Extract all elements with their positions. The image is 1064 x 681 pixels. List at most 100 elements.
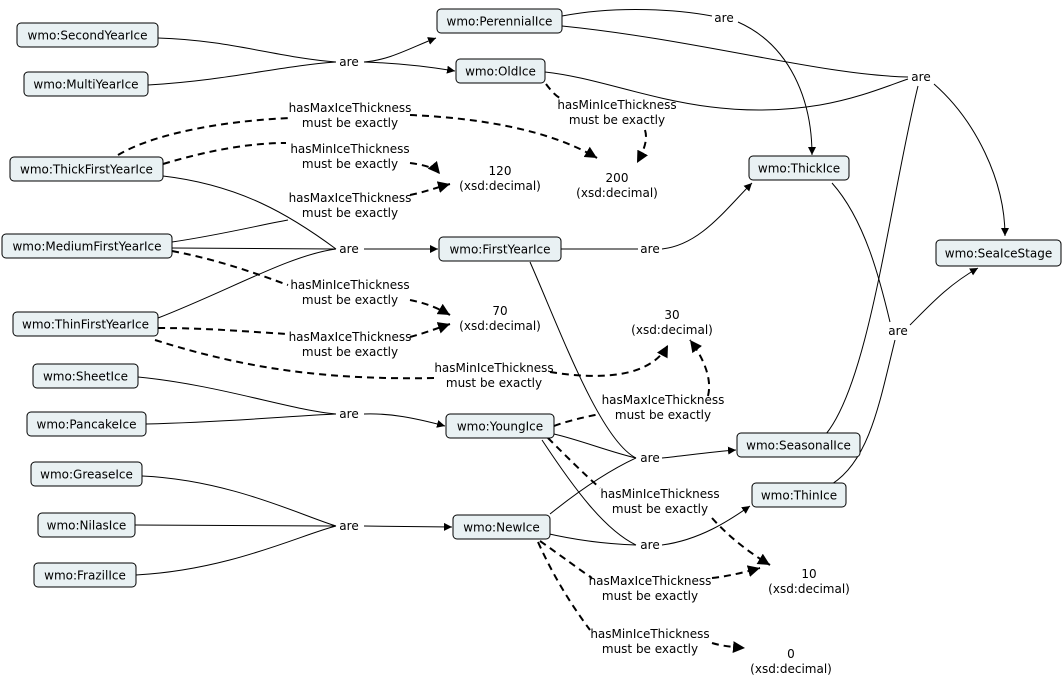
edge-youngice-to-are3: [553, 433, 637, 459]
node-thin-first-year-ice[interactable]: wmo:ThinFirstYearIce: [12, 311, 159, 337]
value-10: 10(xsd:decimal): [768, 567, 850, 596]
node-second-year-ice[interactable]: wmo:SecondYearIce: [16, 22, 159, 48]
value-30: 30(xsd:decimal): [631, 308, 713, 337]
are-label: are: [714, 11, 733, 25]
dash-oldice-min-200: [545, 83, 561, 99]
edge-pancake-to-are: [145, 413, 337, 425]
are-label: are: [640, 451, 659, 465]
edge-newice-to-are3: [549, 457, 637, 515]
node-label: wmo:NewIce: [463, 521, 540, 535]
node-grease-ice[interactable]: wmo:GreaseIce: [30, 461, 143, 487]
are-label: are: [339, 519, 358, 533]
edge-secondyear-to-are: [157, 37, 337, 63]
edge-are-to-seaicestage-2: [909, 267, 979, 326]
edge-thickfy-to-are: [162, 175, 337, 250]
edge-are4-to-thinice: [661, 505, 751, 546]
node-label: wmo:PerennialIce: [447, 15, 553, 29]
value-70: 70(xsd:decimal): [459, 304, 541, 333]
node-label: wmo:SecondYearIce: [28, 29, 148, 43]
dash-min-to-70: [409, 299, 451, 316]
edge-firstyear-to-are3: [529, 261, 637, 459]
edge-mediumfy-to-are: [171, 247, 337, 250]
node-label: wmo:ThinIce: [761, 489, 837, 503]
node-label: wmo:GreaseIce: [40, 468, 133, 482]
edge-perennial-to-are2: [561, 9, 713, 17]
dash-thickfy-max-200: [117, 117, 291, 156]
node-label: wmo:YoungIce: [457, 420, 543, 434]
dash-max-to-200: [409, 114, 598, 159]
node-old-ice[interactable]: wmo:OldIce: [455, 58, 546, 84]
dash-thinfy-max-70: [157, 327, 289, 335]
edge-are-to-perennial: [363, 37, 437, 63]
edge-are-to-youngice: [363, 413, 446, 428]
edge-are-to-newice: [363, 522, 453, 531]
node-thick-first-year-ice[interactable]: wmo:ThickFirstYearIce: [9, 156, 164, 182]
thickness-links: [117, 83, 771, 654]
edge-thinice-to-are: [831, 339, 896, 485]
node-thin-ice[interactable]: wmo:ThinIce: [751, 482, 847, 508]
node-sheet-ice[interactable]: wmo:SheetIce: [32, 363, 139, 389]
dash-thinfy-min-30: [154, 339, 438, 380]
node-sea-ice-stage[interactable]: wmo:SeaIceStage: [935, 239, 1062, 267]
value-120: 120(xsd:decimal): [459, 164, 541, 193]
are-label: are: [339, 242, 358, 256]
dash-youngice-max-30: [553, 413, 601, 427]
are-label: are: [339, 407, 358, 421]
value-0: 0(xsd:decimal): [750, 647, 832, 676]
node-medium-first-year-ice[interactable]: wmo:MediumFirstYearIce: [1, 233, 173, 259]
dash-min-to-120: [409, 160, 441, 175]
dash-mediumfy-min-70: [171, 250, 289, 286]
node-young-ice[interactable]: wmo:YoungIce: [445, 413, 555, 439]
dash-min-to-0: [711, 641, 746, 654]
link-labels: are are are are are are are are are are …: [289, 11, 931, 656]
dash-min-to-30: [549, 344, 669, 377]
dash-min-to-200-b: [636, 129, 648, 164]
dash-max-to-120: [409, 181, 451, 196]
node-new-ice[interactable]: wmo:NewIce: [452, 514, 551, 540]
edge-are-to-seaicestage: [933, 83, 1009, 237]
node-nilas-ice[interactable]: wmo:NilasIce: [37, 512, 136, 538]
edge-oldice-to-are: [544, 71, 909, 111]
edge-multiyear-to-are: [147, 61, 337, 86]
node-label: wmo:MediumFirstYearIce: [12, 240, 161, 254]
node-perennial-ice[interactable]: wmo:PerennialIce: [436, 8, 563, 34]
dash-max-to-10: [711, 565, 761, 579]
are-label: are: [888, 324, 907, 338]
node-label: wmo:FrazilIce: [44, 569, 126, 583]
edge-grease-to-are: [141, 475, 337, 527]
node-label: wmo:ThickFirstYearIce: [20, 163, 153, 177]
are-label: are: [640, 242, 659, 256]
node-frazil-ice[interactable]: wmo:FrazilIce: [33, 562, 137, 588]
are-label: are: [911, 70, 930, 84]
node-label: wmo:SheetIce: [43, 370, 128, 384]
node-first-year-ice[interactable]: wmo:FirstYearIce: [438, 236, 562, 262]
edge-thickice-to-are: [831, 182, 891, 323]
edge-newice-to-are4: [544, 532, 637, 546]
edge-are-to-oldice: [363, 61, 456, 74]
are-label: are: [640, 538, 659, 552]
node-multi-year-ice[interactable]: wmo:MultiYearIce: [23, 71, 149, 97]
node-label: wmo:MultiYearIce: [33, 78, 138, 92]
node-seasonal-ice[interactable]: wmo:SeasonalIce: [736, 432, 861, 458]
edge-nilas-to-are: [134, 524, 337, 527]
node-thick-ice[interactable]: wmo:ThickIce: [748, 155, 850, 181]
dash-newice-max-10: [539, 540, 593, 579]
dash-thickfy-min-120: [162, 142, 287, 165]
node-pancake-ice[interactable]: wmo:PancakeIce: [26, 411, 147, 437]
dash-newice-min-0: [537, 541, 591, 631]
edge-perennial-to-are: [561, 25, 909, 78]
concept-nodes: wmo:SecondYearIce wmo:MultiYearIce wmo:T…: [1, 8, 1062, 588]
are-links: [134, 9, 1009, 576]
